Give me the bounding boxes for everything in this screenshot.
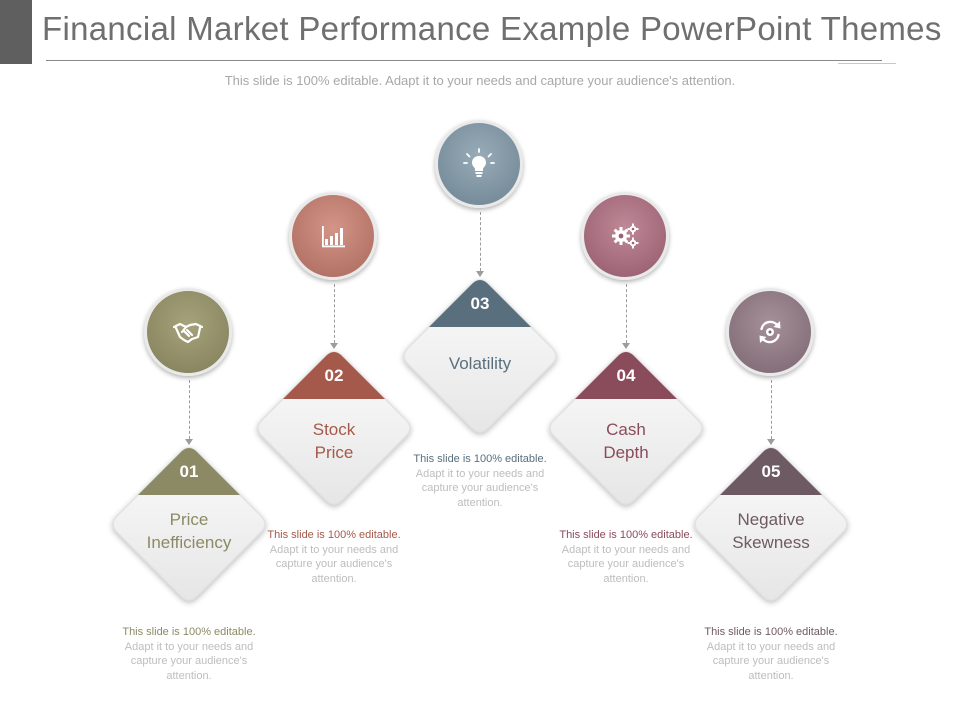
- item-03-description: This slide is 100% editable. Adapt it to…: [410, 452, 550, 510]
- item-02-description: This slide is 100% editable. Adapt it to…: [264, 528, 404, 586]
- item-04-desc-rest: Adapt it to your needs and capture your …: [561, 543, 691, 585]
- item-05-desc-rest: Adapt it to your needs and capture your …: [706, 640, 836, 682]
- item-02-icon-circle: [289, 192, 377, 280]
- item-04-number: 04: [616, 366, 636, 385]
- item-03-label: Volatility: [400, 352, 560, 375]
- slide-subtitle: This slide is 100% editable. Adapt it to…: [224, 73, 736, 88]
- item-03-diamond: 03 Volatility: [400, 276, 560, 436]
- item-02-diamond: 02 Stock Price: [254, 348, 414, 508]
- item-02-connector: [334, 284, 335, 343]
- item-01-connector: [189, 380, 190, 439]
- gears-icon: [608, 219, 642, 253]
- item-01-number: 01: [179, 462, 199, 481]
- bar-chart-icon: [316, 219, 350, 253]
- item-02-label-line2: Price: [314, 443, 354, 462]
- refresh-gear-icon: [753, 315, 787, 349]
- item-04-arrowhead: [622, 343, 630, 349]
- item-02-arrowhead: [330, 343, 338, 349]
- item-04-diamond: 04 Cash Depth: [546, 348, 706, 508]
- item-01-label-line2: Inefficiency: [146, 533, 232, 552]
- item-05-label: Negative Skewness: [691, 508, 851, 554]
- item-03-label-line1: Volatility: [448, 354, 512, 373]
- item-02-label: Stock Price: [254, 418, 414, 464]
- lightbulb-icon: [462, 147, 496, 181]
- item-01-diamond: 01 Price Inefficiency: [109, 444, 269, 604]
- item-05-arrowhead: [767, 439, 775, 445]
- handshake-icon: [171, 315, 205, 349]
- item-04-description: This slide is 100% editable. Adapt it to…: [556, 528, 696, 586]
- item-05-label-line2: Skewness: [732, 533, 810, 552]
- item-02-desc-lead: This slide is 100% editable.: [267, 529, 401, 541]
- slide-title: Financial Market Performance Example Pow…: [42, 10, 942, 47]
- item-02-label-line1: Stock: [312, 420, 356, 439]
- item-03-desc-lead: This slide is 100% editable.: [413, 453, 547, 465]
- item-01-desc-rest: Adapt it to your needs and capture your …: [124, 640, 254, 682]
- item-02-desc-rest: Adapt it to your needs and capture your …: [269, 543, 399, 585]
- item-04-desc-lead: This slide is 100% editable.: [559, 529, 693, 541]
- item-05-connector: [771, 380, 772, 439]
- item-03-connector: [480, 212, 481, 271]
- item-01-icon-circle: [144, 288, 232, 376]
- item-03-arrowhead: [476, 271, 484, 277]
- item-04-connector: [626, 284, 627, 343]
- item-03-icon-circle: [435, 120, 523, 208]
- item-04-label-line2: Depth: [603, 443, 649, 462]
- item-05-number: 05: [761, 462, 781, 481]
- title-underline: [46, 60, 882, 61]
- item-01-arrowhead: [185, 439, 193, 445]
- item-02-number: 02: [324, 366, 344, 385]
- item-01-desc-lead: This slide is 100% editable.: [122, 626, 256, 638]
- item-01-label: Price Inefficiency: [109, 508, 269, 554]
- item-03-number: 03: [470, 294, 490, 313]
- item-04-icon-circle: [581, 192, 669, 280]
- item-01-description: This slide is 100% editable. Adapt it to…: [119, 625, 259, 683]
- item-03-desc-rest: Adapt it to your needs and capture your …: [415, 467, 545, 509]
- item-05-description: This slide is 100% editable. Adapt it to…: [701, 625, 841, 683]
- item-05-icon-circle: [726, 288, 814, 376]
- item-05-label-line1: Negative: [737, 510, 805, 529]
- item-05-diamond: 05 Negative Skewness: [691, 444, 851, 604]
- item-04-label-line1: Cash: [606, 420, 646, 439]
- title-underline-accent: [838, 63, 896, 64]
- item-05-desc-lead: This slide is 100% editable.: [704, 626, 838, 638]
- item-01-label-line1: Price: [169, 510, 209, 529]
- item-04-label: Cash Depth: [546, 418, 706, 464]
- title-accent-bar: [0, 0, 32, 64]
